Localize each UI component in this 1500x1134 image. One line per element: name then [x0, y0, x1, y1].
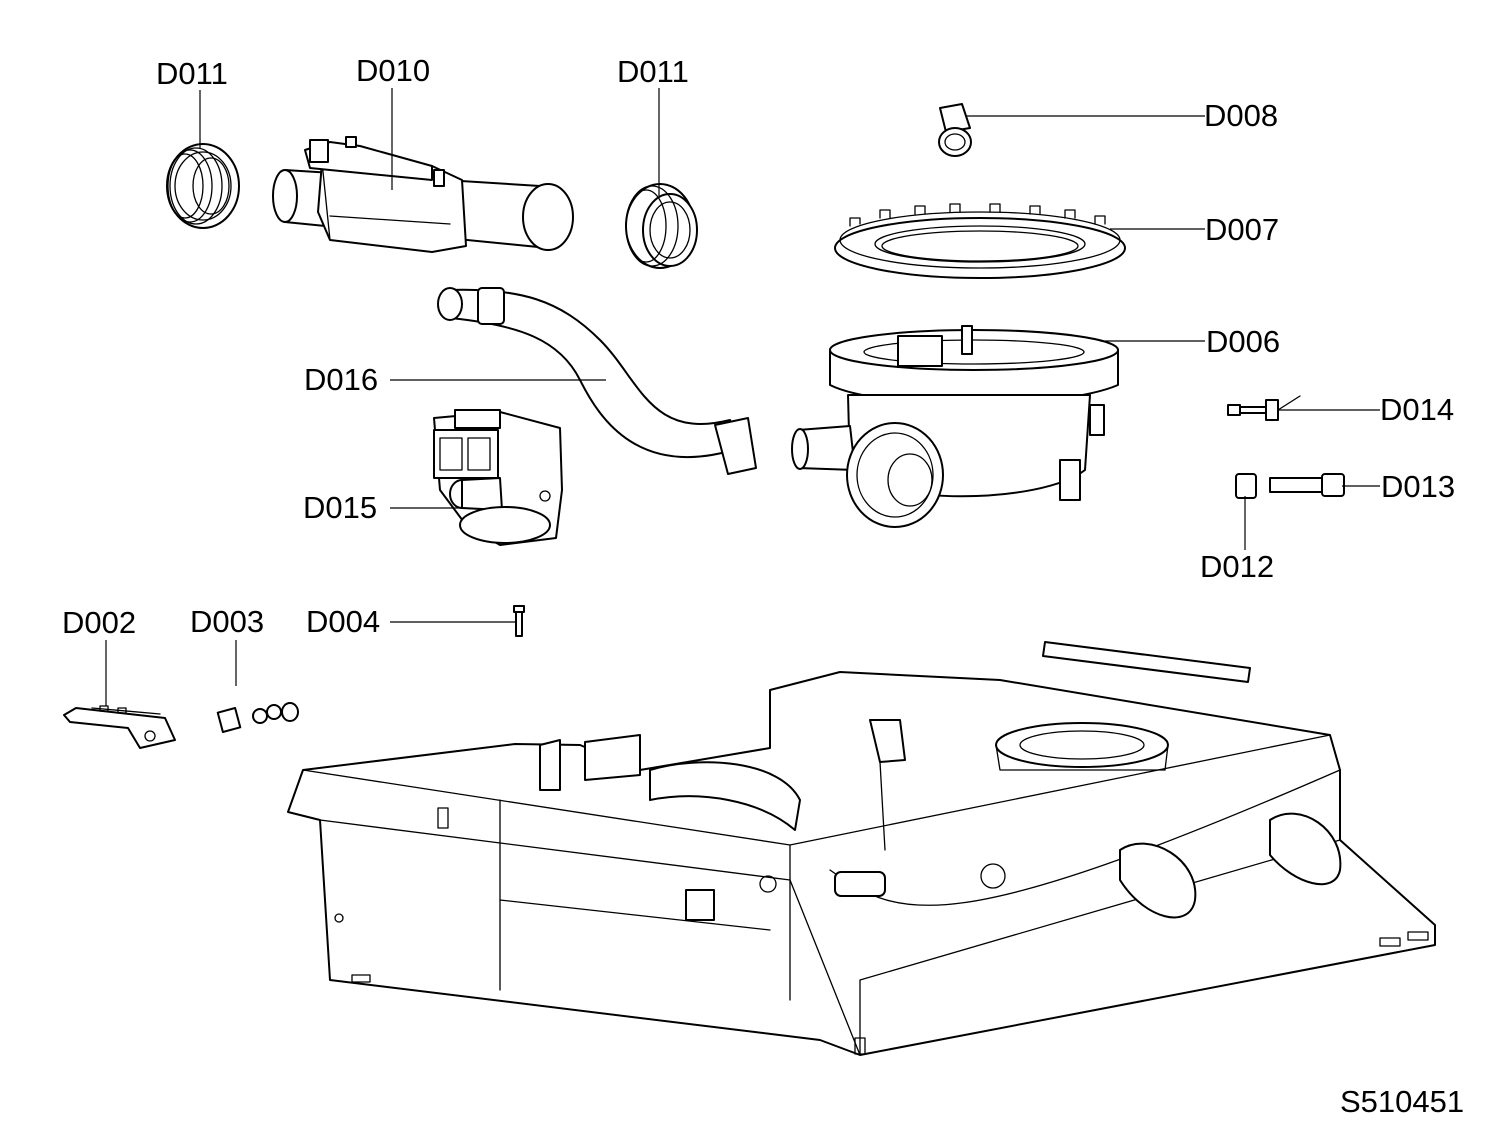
part-d011-right-ring — [625, 183, 698, 269]
part-d008-clip — [938, 103, 972, 157]
label-d011-left: D011 — [156, 56, 228, 91]
label-d015: D015 — [303, 490, 377, 525]
part-d010-heater — [272, 136, 574, 253]
part-d006-sump — [791, 325, 1119, 528]
part-d011-left-ring — [166, 143, 240, 229]
part-d014-sensor — [1227, 395, 1301, 421]
label-d010: D010 — [356, 53, 430, 88]
label-d006: D006 — [1206, 324, 1280, 359]
label-d014: D014 — [1380, 392, 1454, 427]
base-frame — [287, 671, 1436, 1056]
part-d002-bracket — [63, 705, 176, 749]
label-d008: D008 — [1204, 98, 1278, 133]
leader-lines — [105, 88, 1380, 706]
label-d013: D013 — [1381, 469, 1455, 504]
part-d003-screw-set — [216, 702, 299, 733]
drawing-number: S510451 — [1340, 1084, 1464, 1119]
part-d016-hose — [437, 287, 757, 475]
label-d011-right: D011 — [617, 54, 689, 89]
part-d015-pump — [433, 409, 563, 546]
label-d004: D004 — [306, 604, 380, 639]
label-d002: D002 — [62, 605, 136, 640]
label-d016: D016 — [304, 362, 378, 397]
part-d013-pin — [1269, 473, 1345, 497]
part-d012-washer — [1235, 473, 1257, 499]
label-d012: D012 — [1200, 549, 1274, 584]
part-d007-ring — [834, 203, 1126, 279]
part-rod — [1042, 641, 1251, 683]
label-d003: D003 — [190, 604, 264, 639]
label-d007: D007 — [1205, 212, 1279, 247]
part-d004-screw — [513, 605, 525, 637]
